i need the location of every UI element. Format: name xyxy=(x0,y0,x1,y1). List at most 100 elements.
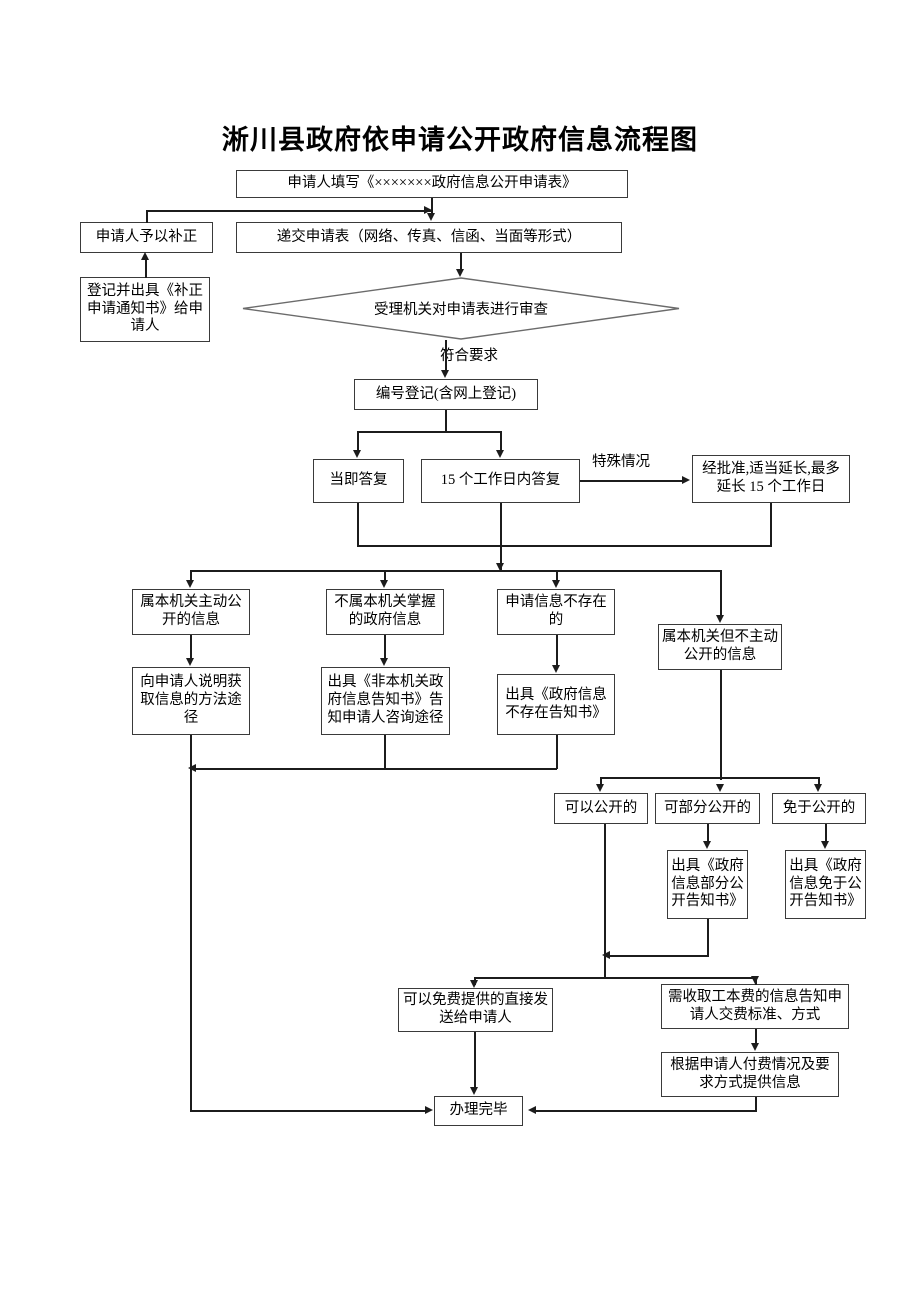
arrowhead-exempt-top xyxy=(814,784,822,792)
edge-four-way-split-bar xyxy=(190,570,721,572)
arrowhead-correct-join xyxy=(424,206,432,214)
node-exempt-disclose: 免于公开的 xyxy=(772,793,866,824)
arrowhead-nonagency-top xyxy=(380,658,388,666)
arrowhead-review-top xyxy=(456,269,464,277)
edge-disclose-split-bar xyxy=(600,777,820,779)
node-can-disclose: 可以公开的 xyxy=(554,793,648,824)
arrowhead-partial-merge xyxy=(602,951,610,959)
arrowhead-freesend-top xyxy=(470,980,478,988)
arrowhead-split-bar xyxy=(496,563,504,571)
edge-review-to-registration xyxy=(445,340,447,371)
edge-proactive-to-explain xyxy=(190,635,192,659)
node-fill-form: 申请人填写《×××××××政府信息公开申请表》 xyxy=(236,170,628,198)
arrowhead-notexist-top xyxy=(552,580,560,588)
edge-fee-to-provide xyxy=(755,1029,757,1043)
arrowhead-completed-left xyxy=(425,1106,433,1114)
arrowhead-extend-left xyxy=(682,476,690,484)
node-issue-partial-notice: 出具《政府信息部分公开告知书》 xyxy=(667,850,748,919)
node-reply-15-days: 15 个工作日内答复 xyxy=(421,459,580,503)
node-explain-access-method: 向申请人说明获取信息的方法途径 xyxy=(132,667,250,735)
edge-partialnotice-left xyxy=(604,955,709,957)
edge-registration-down xyxy=(445,410,447,432)
edge-left-rail-to-completed xyxy=(190,1110,428,1112)
edge-label-special-circumstance: 特殊情况 xyxy=(592,454,650,470)
edge-notproactive-down xyxy=(720,670,722,780)
edge-submitform-to-review xyxy=(460,253,462,270)
arrowhead-notheld-top xyxy=(380,580,388,588)
edge-provide-to-completed xyxy=(532,1110,757,1112)
node-issue-exempt-notice: 出具《政府信息免于公开告知书》 xyxy=(785,850,866,919)
edge-register-to-correct xyxy=(145,258,147,278)
edge-registration-split-bar xyxy=(357,431,501,433)
edge-split-to-notheld xyxy=(384,570,386,582)
edge-freesend-to-completed xyxy=(474,1032,476,1088)
node-not-held-by-agency: 不属本机关掌握的政府信息 xyxy=(326,589,444,635)
arrowhead-notproactive-top xyxy=(716,615,724,623)
edge-partialnotice-down xyxy=(707,919,709,956)
arrowhead-proactive-top xyxy=(186,580,194,588)
node-completed: 办理完毕 xyxy=(434,1096,523,1126)
arrowhead-partial-top xyxy=(716,784,724,792)
node-issue-not-exist-notice: 出具《政府信息不存在告知书》 xyxy=(497,674,615,735)
edge-merge-bus xyxy=(357,545,772,547)
node-proactive-disclosure: 属本机关主动公开的信息 xyxy=(132,589,250,635)
arrowhead-fee-top xyxy=(751,976,759,984)
edge-split-to-notexist xyxy=(556,570,558,582)
edge-provide-down xyxy=(755,1097,757,1111)
node-register-issue-notice: 登记并出具《补正申请通知书》给申请人 xyxy=(80,277,210,342)
page-title: 淅川县政府依申请公开政府信息流程图 xyxy=(222,125,698,155)
edge-split-to-proactive xyxy=(190,570,192,582)
arrowhead-completed-right xyxy=(528,1106,536,1114)
edge-notexist-to-notice xyxy=(556,635,558,666)
node-info-not-exist: 申请信息不存在的 xyxy=(497,589,615,635)
node-submit-form: 递交申请表（网络、传真、信函、当面等形式） xyxy=(236,222,622,253)
edge-split-to-exempt xyxy=(818,777,820,786)
arrowhead-reply15-top xyxy=(496,450,504,458)
node-issue-non-agency-notice: 出具《非本机关政府信息告知书》告知申请人咨询途径 xyxy=(321,667,450,735)
node-review-decision-label: 受理机关对申请表进行审查 xyxy=(374,302,548,318)
edge-label-meets-requirements: 符合要求 xyxy=(440,348,498,364)
edge-notexistnotice-down xyxy=(556,735,558,769)
edge-bus-to-split xyxy=(500,545,502,570)
node-provide-per-payment: 根据申请人付费情况及要求方式提供信息 xyxy=(661,1052,839,1097)
edge-reply15-to-extend xyxy=(580,480,684,482)
arrowhead-correct-bottom xyxy=(141,252,149,260)
edge-candisclose-down xyxy=(604,824,606,979)
edge-split-to-notproactive xyxy=(720,570,722,617)
arrowhead-completed-top xyxy=(470,1087,478,1095)
edge-extend-down xyxy=(770,503,772,546)
arrowhead-partialnotice-top xyxy=(703,841,711,849)
edge-explain-down xyxy=(190,735,192,769)
edge-registration-to-reply15 xyxy=(500,431,502,452)
arrowhead-notexistnotice-top xyxy=(552,665,560,673)
edge-left-rail-down xyxy=(190,768,192,1111)
edge-exempt-to-notice xyxy=(825,824,827,842)
arrowhead-left-merge xyxy=(188,764,196,772)
node-agency-not-proactive: 属本机关但不主动公开的信息 xyxy=(658,624,782,670)
node-free-send-direct: 可以免费提供的直接发送给申请人 xyxy=(398,988,553,1032)
edge-immediate-down xyxy=(357,503,359,546)
edge-notheld-to-nonagency xyxy=(384,635,386,659)
edge-reply15-down xyxy=(500,503,502,546)
node-extend-15-days: 经批准,适当延长,最多延长 15 个工作日 xyxy=(692,455,850,503)
node-partial-disclose: 可部分公开的 xyxy=(655,793,760,824)
arrowhead-submitform-top xyxy=(427,213,435,221)
edge-correct-to-submitform xyxy=(146,210,432,212)
edge-bottom-split-bar xyxy=(474,977,756,979)
arrowhead-explain-top xyxy=(186,658,194,666)
node-immediate-reply: 当即答复 xyxy=(313,459,404,503)
arrowhead-exemptnotice-top xyxy=(821,841,829,849)
edge-correct-up-stub xyxy=(146,210,148,223)
arrowhead-registration-top xyxy=(441,370,449,378)
edge-left-merge-bus xyxy=(190,768,557,770)
arrowhead-provide-top xyxy=(751,1043,759,1051)
edge-registration-to-immediate xyxy=(357,431,359,452)
arrowhead-immediate-top xyxy=(353,450,361,458)
node-review-decision: 受理机关对申请表进行审查 xyxy=(242,277,680,340)
node-applicant-correct: 申请人予以补正 xyxy=(80,222,213,253)
edge-nonagency-down xyxy=(384,735,386,769)
edge-split-to-candisclose xyxy=(600,777,602,786)
arrowhead-candisclose-top xyxy=(596,784,604,792)
node-number-registration: 编号登记(含网上登记) xyxy=(354,379,538,410)
